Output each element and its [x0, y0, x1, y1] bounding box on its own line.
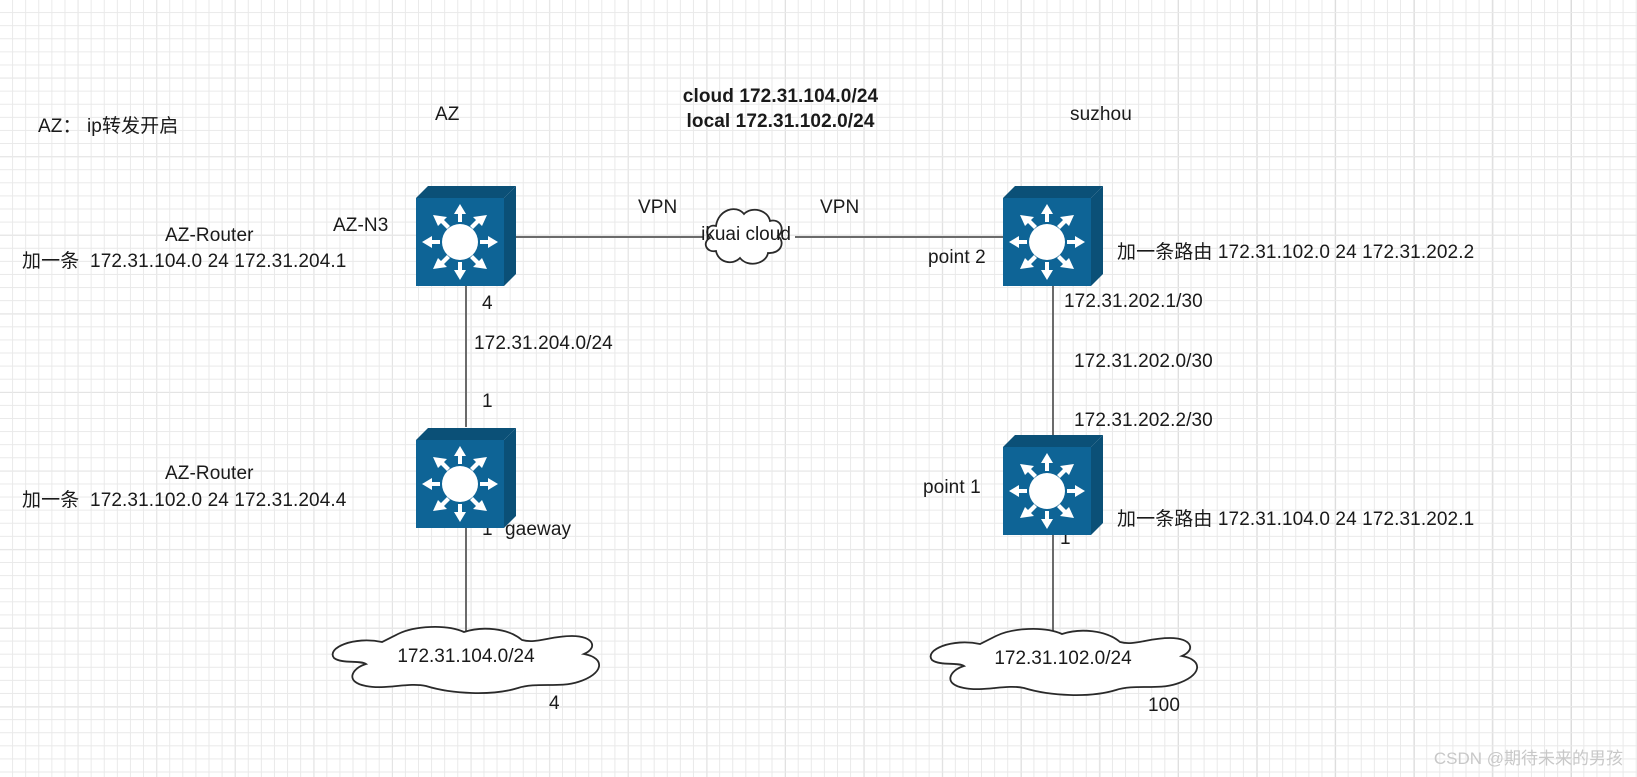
left-port-top: 4	[482, 293, 493, 314]
az-n3-label: AZ-N3	[333, 215, 389, 236]
cloud-summary-line2: local 172.31.102.0/24	[686, 111, 875, 132]
az-router-bottom-route: 加一条 172.31.102.0 24 172.31.204.4	[22, 490, 347, 511]
wan-cloud-ikuai: ikuai cloud	[692, 198, 800, 270]
link-point1-to-right-cloud	[1052, 522, 1054, 642]
az-ip-forward-note: AZ： ip转发开启	[38, 116, 179, 137]
az-router-top-route: 加一条 172.31.104.0 24 172.31.204.1	[22, 251, 347, 272]
cloud-icon	[929, 628, 1198, 696]
router-icon	[1003, 435, 1103, 535]
cloud-icon	[704, 208, 783, 265]
link-azn3-to-ikuai	[504, 236, 704, 238]
lan-cloud-left-label: 172.31.104.0/24	[397, 646, 535, 667]
point2-route: 加一条路由 172.31.102.0 24 172.31.202.2	[1117, 242, 1475, 263]
router-icon	[1003, 186, 1103, 286]
right-port-bottom: 1	[1060, 528, 1071, 549]
lan-cloud-right-label: 172.31.102.0/24	[994, 648, 1132, 669]
wan-cloud-label: ikuai cloud	[701, 224, 791, 245]
left-port-bottom: 1	[482, 519, 493, 540]
link-point2-to-point1	[1052, 273, 1054, 467]
left-subnet-mid: 172.31.204.0/24	[474, 333, 613, 354]
link-gateway-to-left-cloud	[465, 515, 467, 638]
vpn-label-left: VPN	[638, 197, 678, 218]
az-router-bottom-title: AZ-Router	[165, 463, 254, 484]
lan-cloud-left: 172.31.104.0/24	[322, 620, 610, 698]
router-icon	[416, 428, 516, 528]
group-label-suzhou: suzhou	[1070, 104, 1132, 125]
left-cloud-port: 4	[549, 693, 560, 714]
point1-label: point 1	[923, 477, 981, 498]
link-ikuai-to-point2	[795, 236, 1011, 238]
point2-label: point 2	[928, 247, 986, 268]
lan-cloud-right: 172.31.102.0/24	[918, 622, 1208, 700]
router-icon	[416, 186, 516, 286]
right-ip-bottom: 172.31.202.2/30	[1074, 410, 1213, 431]
gateway-label: gaeway	[505, 519, 572, 540]
cloud-summary-line1: cloud 172.31.104.0/24	[682, 86, 879, 107]
point1-route: 加一条路由 172.31.104.0 24 172.31.202.1	[1117, 509, 1475, 530]
right-ip-top: 172.31.202.1/30	[1064, 291, 1203, 312]
vpn-label-right: VPN	[820, 197, 860, 218]
link-azn3-to-gateway	[465, 273, 467, 427]
csdn-watermark: CSDN @期待未来的男孩	[1433, 749, 1623, 768]
right-ip-mid: 172.31.202.0/30	[1074, 351, 1213, 372]
right-cloud-port: 100	[1148, 695, 1181, 716]
cloud-icon	[331, 626, 600, 694]
az-router-top-title: AZ-Router	[165, 225, 254, 246]
left-port-mid: 1	[482, 391, 493, 412]
group-label-az: AZ	[435, 104, 460, 125]
